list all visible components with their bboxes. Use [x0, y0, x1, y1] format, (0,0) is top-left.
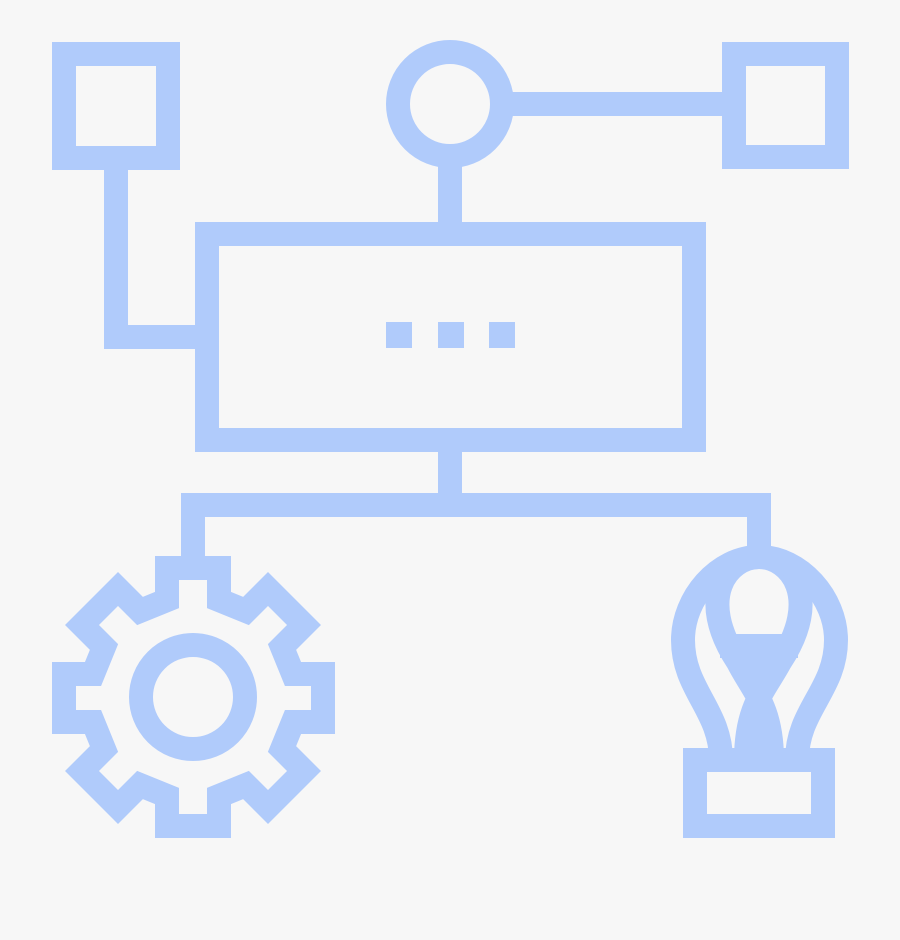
connector-bottom-branch: [181, 493, 771, 568]
dot: [489, 322, 515, 348]
ellipsis-dots: [386, 322, 515, 348]
lightbulb-icon: [670, 544, 849, 838]
top-circle-icon: [386, 40, 514, 168]
connector-left: [104, 158, 207, 349]
gear-icon: [52, 556, 335, 838]
top-left-square-icon: [52, 42, 180, 170]
top-right-square-icon: [722, 42, 849, 169]
dot: [386, 322, 412, 348]
dot: [438, 322, 464, 348]
